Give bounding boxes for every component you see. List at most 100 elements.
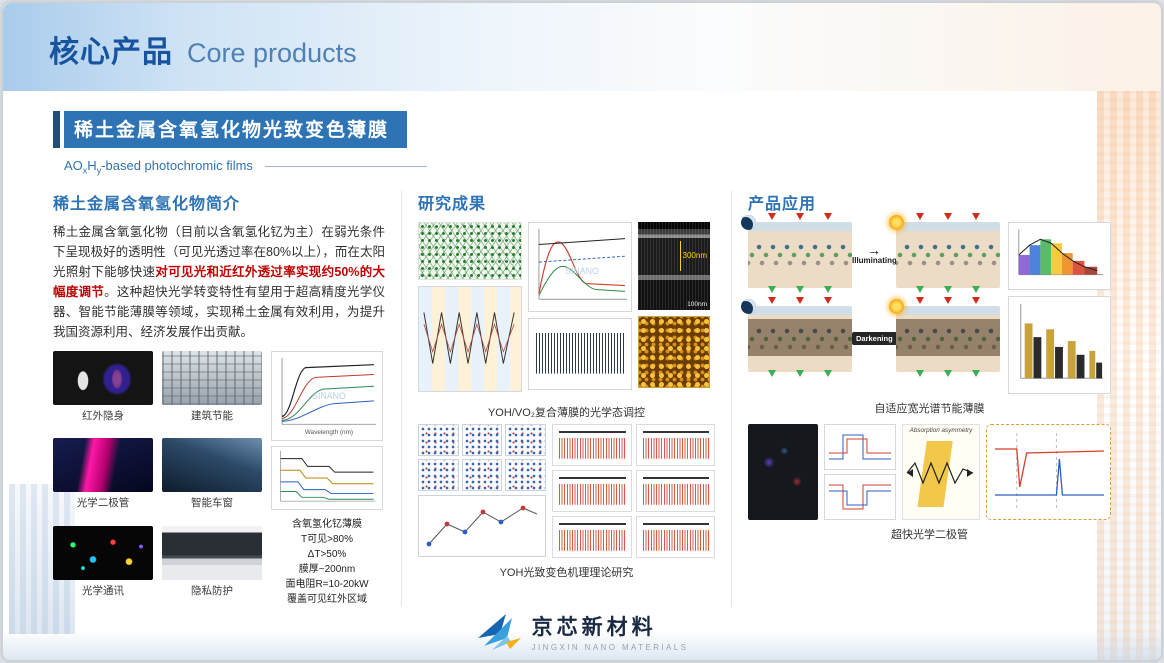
dft-structure-tile (418, 458, 459, 491)
section-subtitle: AOxHy-based photochromic films (64, 158, 253, 176)
page-title-zh: 核心产品 (49, 36, 173, 69)
spec-line: 含氧氢化钇薄膜 (292, 518, 362, 530)
optical-diode-image (53, 438, 153, 493)
film-schematic-group: → Illuminating (741, 212, 1000, 394)
smart-window-image (162, 438, 262, 493)
watermark-text: SINANO (565, 265, 599, 275)
gallery-item: 隐私防护 (162, 525, 262, 607)
subtitle-subscript-x: x (82, 165, 88, 176)
optical-communication-image (53, 525, 153, 580)
research-subcolumn: SINANO (528, 221, 632, 398)
slide-footer: 京芯新材料 JINGXIN NANO MATERIALS (3, 611, 1161, 652)
dft-structure-tile (418, 423, 459, 456)
company-logo (477, 613, 521, 650)
switching-chart-top (824, 423, 896, 470)
film-specs: 含氧氢化钇薄膜 T可见>80% ΔT>50% 膜厚~200nm 面电阻R=10-… (271, 517, 383, 607)
md-simulation-tile (635, 515, 715, 558)
section-subtitle-row: AOxHy-based photochromic films (64, 158, 1161, 176)
sun-icon (889, 298, 904, 314)
application-side-charts (1008, 221, 1111, 394)
research-heading: 研究成果 (418, 195, 487, 213)
subtitle-part: -based photochromic films (101, 158, 253, 173)
gallery-side-column: SINANO Wavelength (nm) (271, 350, 383, 607)
gallery-caption: 智能车窗 (191, 497, 233, 510)
bottom-gradient-band (3, 630, 1161, 660)
section-title-block: 稀土金属含氧氢化物光致变色薄膜 AOxHy-based photochromic… (53, 111, 1161, 176)
darkening-text: Darkening (852, 332, 897, 346)
gallery-item: 建筑节能 (162, 350, 262, 432)
subtitle-part: AO (64, 158, 83, 173)
schematic-row-illuminating: → Illuminating (741, 212, 1000, 293)
gallery-photo-grid: 红外隐身 建筑节能 光学二极管 智能车窗 (53, 350, 262, 607)
intro-heading: 稀土金属含氧氢化物简介 (53, 195, 241, 213)
building-energy-image (162, 350, 262, 405)
content-columns: 稀土金属含氧氢化物简介 稀土金属含氧氢化物（目前以含氧氢化钇为主）在弱光条件下呈… (53, 189, 1111, 607)
incident-light-arrows (896, 212, 1000, 224)
ultrafast-response-chart (986, 423, 1111, 520)
application-gallery: 红外隐身 建筑节能 光学二极管 智能车窗 (53, 350, 385, 607)
transmitted-light-arrows (748, 285, 852, 297)
md-simulation-tile (552, 515, 632, 558)
crystal-structure-image (418, 221, 522, 280)
transmitted-light-arrows (748, 369, 852, 381)
incident-light-arrows (896, 296, 1000, 308)
absorption-asymmetry-label: Absorption asymmetry (909, 426, 973, 434)
transmitted-light-arrows (896, 285, 1000, 297)
infrared-stealth-image (53, 350, 153, 405)
section-title-accent-bar (53, 111, 60, 148)
research-subcolumn: 300nm 100nm (638, 221, 710, 398)
md-simulation-tile (635, 423, 715, 466)
film-schematic-transparent (741, 212, 852, 293)
spec-line: 膜厚~200nm (298, 563, 356, 575)
dft-panel-stack (418, 423, 546, 558)
research-caption-bottom: YOH光致变色机理理论研究 (499, 566, 634, 579)
gallery-item: 光学通讯 (53, 525, 153, 607)
watermark-text: SINANO (312, 391, 346, 401)
gallery-caption: 隐私防护 (191, 584, 233, 597)
oscillation-chart (528, 317, 632, 390)
page-title-en: Core products (187, 38, 357, 68)
intro-text-part: 。这种超快光学转变特性有望用于超高精度光学仪器、智能节能薄膜等领域，实现稀土金属… (53, 284, 385, 339)
absorption-asymmetry-diagram: Absorption asymmetry (902, 423, 980, 520)
incident-light-arrows (748, 296, 852, 308)
company-name: 京芯新材料 JINGXIN NANO MATERIALS (532, 611, 689, 652)
switching-charts (824, 423, 896, 520)
ultrafast-experiment-photo (748, 423, 818, 520)
schematic-row-darkening: Darkening (741, 296, 1000, 377)
gallery-caption: 光学通讯 (82, 584, 124, 597)
gallery-item: 红外隐身 (53, 350, 153, 432)
illuminating-text: Illuminating (852, 256, 897, 266)
subtitle-part: H (87, 158, 97, 173)
subtitle-subscript-y: y (96, 165, 102, 176)
solar-spectrum-chart (1008, 221, 1111, 290)
application-heading: 产品应用 (748, 195, 817, 213)
research-figure-group-top: SINANO 300nm 100nm (418, 221, 715, 398)
illuminating-label: → Illuminating (852, 242, 897, 266)
dft-structure-tile (505, 423, 546, 456)
application-figure-group-top: → Illuminating (741, 212, 1111, 394)
spec-line: 面电阻R=10-20kW (285, 578, 369, 590)
company-name-en: JINGXIN NANO MATERIALS (531, 643, 689, 652)
research-figure-group-bottom (418, 423, 715, 558)
application-figure-group-bottom: Absorption asymmetry (748, 423, 1111, 520)
moon-icon (741, 214, 756, 230)
gallery-item: 光学二极管 (53, 438, 153, 519)
film-schematic-dark-state (741, 296, 852, 377)
darkening-label: Darkening (852, 332, 897, 346)
md-simulation-grid (552, 423, 715, 558)
incident-light-arrows (748, 212, 852, 224)
application-caption-bottom: 超快光学二极管 (891, 528, 968, 541)
spec-line: T可见>80% (301, 533, 353, 545)
section-title-text: 稀土金属含氧氢化物光致变色薄膜 (64, 111, 408, 148)
dft-structure-tile (461, 423, 503, 456)
optical-spectra-chart: SINANO (528, 221, 632, 312)
gallery-caption: 红外隐身 (82, 409, 124, 422)
right-arrow-icon: → (867, 242, 881, 259)
company-name-zh: 京芯新材料 (531, 616, 657, 639)
md-simulation-tile (635, 469, 715, 512)
intro-text-part: 稀土金属含氧氢化物（目前以含氧氢化钇为主）在弱光条件下呈现极好的透明性（可见光透… (53, 224, 385, 279)
application-column: 产品应用 → Illuminating (731, 189, 1111, 607)
switching-chart-bottom (824, 473, 896, 520)
dft-structure-tile (461, 458, 503, 491)
